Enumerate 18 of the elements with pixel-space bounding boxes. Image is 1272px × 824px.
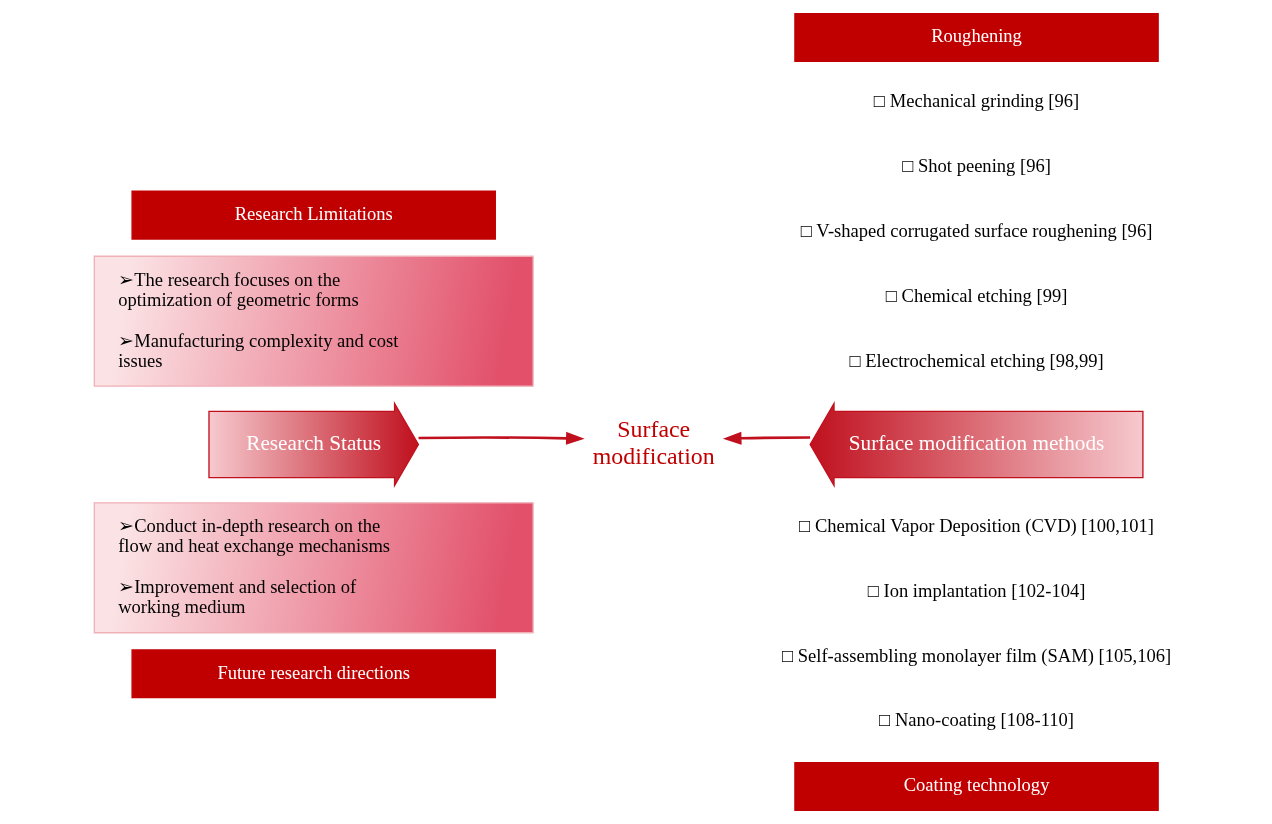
label: □ Nano-coating [108-110]	[878, 709, 1074, 731]
label: □ V-shaped corrugated surface roughening [96]	[800, 220, 1152, 242]
node-box: Research Limitations	[130, 190, 496, 240]
arrow	[722, 431, 810, 445]
node-box: Coating technology	[793, 761, 1159, 812]
label: □ Self-assembling monolayer film (SAM) [105,106]	[781, 644, 1171, 666]
label: □ Shot peening [96]	[901, 155, 1051, 177]
label: □ Chemical Vapor Deposition (CVD) [100,101]	[798, 514, 1154, 536]
label: □ Electrochemical etching [98,99]	[848, 350, 1104, 372]
node-box: Future research directions	[130, 649, 496, 699]
node-text: Surface modification	[592, 416, 715, 469]
node-box: ➢The research focuses on the optimization of geometric forms ➢Manufacturing complexity and cost issues	[93, 255, 534, 387]
label: □ Chemical etching [99]	[885, 285, 1067, 307]
label: □ Mechanical grinding [96]	[873, 90, 1079, 112]
label: □ Ion implantation [102-104]	[867, 579, 1085, 601]
node-box: Roughening	[793, 12, 1159, 63]
arrow	[418, 431, 585, 445]
node-box: ➢Conduct in-depth research on the flow and heat exchange mechanisms ➢Improvement and selection of working medium	[93, 502, 534, 634]
